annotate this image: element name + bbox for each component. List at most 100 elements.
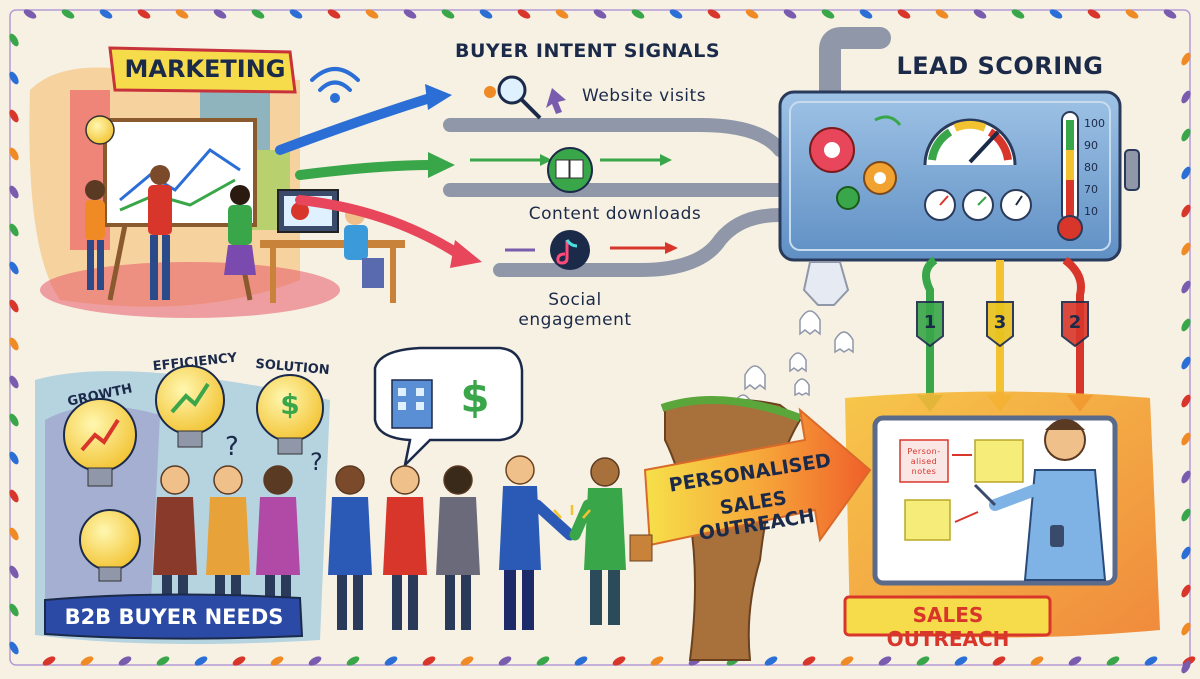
score-tag: [916, 301, 944, 348]
vine-leaf: [384, 656, 398, 666]
vine-leaf: [9, 261, 19, 275]
vine-leaf: [1106, 656, 1120, 666]
thermometer-tick-label: 70: [1084, 183, 1098, 196]
marketing-banner: [108, 46, 297, 94]
score-tag-value: 1: [924, 312, 937, 333]
buyer-head: [263, 465, 293, 495]
vine-leaf: [1181, 508, 1191, 522]
vine-leaf: [9, 451, 19, 465]
vine-leaf: [555, 9, 569, 19]
vine-leaf: [517, 9, 531, 19]
vine-leaf: [327, 9, 341, 19]
vine-leaf: [289, 9, 303, 19]
vine-leaf: [1181, 166, 1191, 180]
lightbulb-solution-icon: [256, 374, 324, 455]
score-tag: [986, 301, 1014, 348]
vine-leaf: [270, 656, 284, 666]
buyer-head: [443, 465, 473, 495]
vine-leaf: [9, 375, 19, 389]
vine-leaf: [612, 656, 626, 666]
score-tag: [1061, 301, 1089, 348]
vine-leaf: [954, 656, 968, 666]
vine-leaf: [403, 9, 417, 19]
vine-leaf: [916, 656, 930, 666]
lead-scoring-title: LEAD SCORING: [896, 52, 1104, 80]
vine-leaf: [9, 641, 19, 655]
vine-leaf: [631, 9, 645, 19]
flow-arrows: [275, 84, 482, 268]
thermometer-tick-label: 80: [1084, 161, 1098, 174]
sales-outreach-title: SALES OUTREACH: [886, 603, 1010, 651]
vine-leaf: [1181, 470, 1191, 484]
vine-leaf: [1181, 546, 1191, 560]
ghost-leads: [734, 310, 854, 416]
speedometer-icon: [923, 118, 1017, 166]
buyer-leg: [408, 575, 418, 630]
bubble-dollar-symbol: $: [460, 373, 490, 422]
buyer-body: [153, 497, 197, 575]
speech-bubble: [373, 346, 524, 469]
buyer-body: [328, 497, 372, 575]
vine-leaf: [1125, 9, 1139, 19]
vine-leaf: [1049, 9, 1063, 19]
vine-leaf: [1181, 394, 1191, 408]
handshake-scene: [499, 455, 653, 630]
buyer-head: [213, 465, 243, 495]
vine-leaf: [593, 9, 607, 19]
vine-leaf: [9, 223, 19, 237]
whiteboard-note: Person-alised notes: [907, 447, 941, 476]
vine-leaf: [973, 9, 987, 19]
vine-leaf: [23, 9, 37, 19]
vine-leaf: [764, 656, 778, 666]
vine-leaf: [1181, 318, 1191, 332]
signal-pipes: [443, 27, 891, 277]
vine-leaf: [9, 489, 19, 503]
vine-leaf: [859, 9, 873, 19]
vine-leaf: [9, 337, 19, 351]
vine-leaf: [1163, 9, 1177, 19]
vine-leaf: [9, 299, 19, 313]
book-icon: [547, 147, 593, 193]
vine-leaf: [878, 656, 892, 666]
buyer-leg: [461, 575, 471, 630]
vine-leaf: [574, 656, 588, 666]
vine-leaf: [897, 9, 911, 19]
buyer-body: [256, 497, 300, 575]
vine-leaf: [498, 656, 512, 666]
vine-leaf: [707, 9, 721, 19]
vine-leaf: [1181, 204, 1191, 218]
vine-leaf: [1181, 280, 1191, 294]
vine-leaf: [1087, 9, 1101, 19]
vine-leaf: [479, 9, 493, 19]
social-icon: [550, 230, 590, 270]
svg-text:?: ?: [225, 432, 239, 462]
thermometer-icon: [1057, 111, 1083, 241]
vine-leaf: [821, 9, 835, 19]
vine-leaf: [156, 656, 170, 666]
buyer-needs-title: B2B BUYER NEEDS: [64, 605, 284, 629]
vine-leaf: [9, 109, 19, 123]
vine-leaf: [9, 603, 19, 617]
score-tag-value: 2: [1069, 312, 1082, 333]
vine-leaf: [745, 9, 759, 19]
buyer-head: [390, 465, 420, 495]
vine-leaf: [9, 71, 19, 85]
wifi-icon: [310, 67, 360, 103]
vine-leaf: [1068, 656, 1082, 666]
vine-leaf: [783, 9, 797, 19]
vine-leaf: [118, 656, 132, 666]
marketing-title: MARKETING: [124, 55, 286, 83]
vine-leaf: [232, 656, 246, 666]
vine-leaf: [1144, 656, 1158, 666]
vine-leaf: [9, 413, 19, 427]
buyer-body: [383, 497, 427, 575]
vine-leaf: [175, 9, 189, 19]
vine-leaf: [80, 656, 94, 666]
vine-leaf: [9, 185, 19, 199]
spark-icon: [553, 505, 591, 519]
